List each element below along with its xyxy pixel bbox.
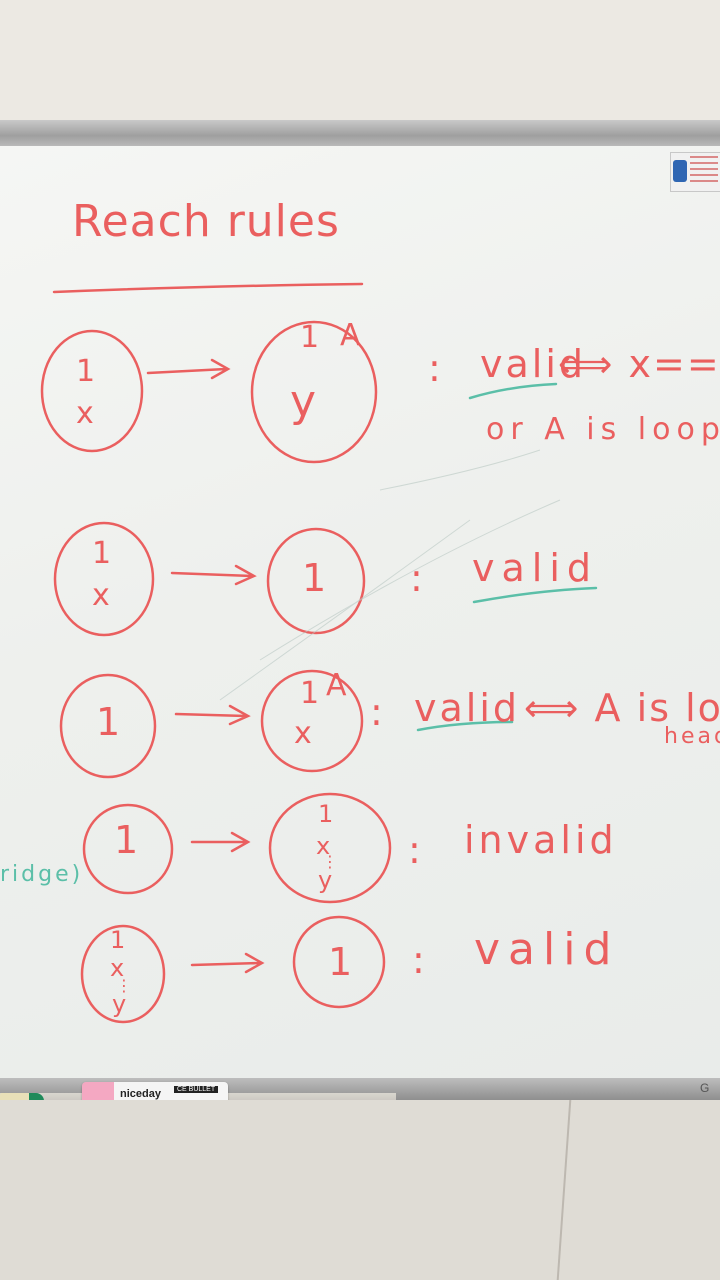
row2-left-bottom: x (92, 578, 113, 613)
row5-left-dots: ⋮ (116, 976, 135, 995)
row3-extra: head (664, 724, 720, 749)
sticker-text-lines (690, 156, 718, 186)
row3-left-top: 1 (96, 700, 124, 744)
row3-arrow (174, 704, 251, 726)
row4-right-x: x (316, 832, 334, 860)
erased-stroke (379, 449, 541, 491)
title-underline (52, 282, 364, 294)
row4-right-dots: ⋮ (322, 852, 341, 871)
row2-left-node (53, 521, 155, 637)
erased-stroke (259, 499, 561, 661)
row5-left-node (80, 924, 166, 1024)
row5-left-y: y (112, 990, 130, 1018)
row3-right-top: 1 (300, 676, 323, 711)
row1-underline (468, 382, 558, 400)
wall-top (0, 0, 720, 122)
row2-right-top: 1 (302, 556, 330, 600)
marker-code: CE BULLET (174, 1086, 219, 1093)
wall-bottom (0, 1100, 720, 1280)
row1-arrow (146, 358, 231, 380)
row3-underline (416, 720, 514, 732)
row5-left-1: 1 (110, 926, 129, 954)
row3-right-bottom: x (294, 716, 315, 751)
row3-colon: : (370, 690, 386, 734)
row3-right-node (260, 669, 364, 773)
row5-colon: : (412, 938, 428, 982)
row4-right-node (268, 792, 392, 904)
row5-arrow (190, 952, 265, 974)
whiteboard-surface (0, 146, 720, 1084)
row1-left-bottom: x (76, 396, 97, 431)
row3-right-label: A (326, 668, 350, 703)
row2-right-node (266, 527, 366, 635)
row1-colon: : (428, 346, 444, 390)
board-frame-top (0, 120, 720, 146)
row1-result: valid (480, 342, 587, 386)
row2-underline (472, 586, 598, 604)
row3-result: valid (414, 686, 521, 730)
row5-left-x: x (110, 954, 128, 982)
row2-left-top: 1 (92, 536, 115, 571)
row1-left-top: 1 (76, 354, 99, 389)
row3-left-node (59, 673, 157, 779)
row5-right-top: 1 (328, 940, 356, 984)
board-title: Reach rules (72, 196, 340, 247)
row4-colon: : (408, 828, 424, 872)
row2-colon: : (410, 556, 426, 600)
row4-right-1: 1 (318, 800, 337, 828)
sticker-logo-icon (673, 160, 687, 182)
row1-extra: or A is loop (486, 412, 720, 447)
row1-right-node (250, 320, 378, 464)
row1-condition: ⟺ x== (558, 342, 720, 386)
margin-note: ridge) (0, 862, 84, 887)
row3-condition: ⟺ A is lo (524, 686, 720, 730)
row2-arrow (170, 564, 257, 586)
row5-right-node (292, 915, 386, 1009)
marker-brand: niceday (120, 1088, 161, 1100)
row4-left-node (82, 803, 174, 895)
frame-edge-label: G (700, 1081, 710, 1095)
row2-result: valid (472, 546, 599, 590)
row1-right-bottom: y (290, 376, 320, 427)
row4-result: invalid (464, 818, 618, 862)
row4-arrow (190, 831, 251, 853)
row5-result: valid (474, 924, 620, 975)
row1-left-node (40, 329, 144, 453)
row1-right-label: A (340, 318, 364, 353)
row4-right-y: y (318, 866, 336, 894)
row4-left-top: 1 (114, 818, 142, 862)
row1-right-top: 1 (300, 320, 323, 355)
